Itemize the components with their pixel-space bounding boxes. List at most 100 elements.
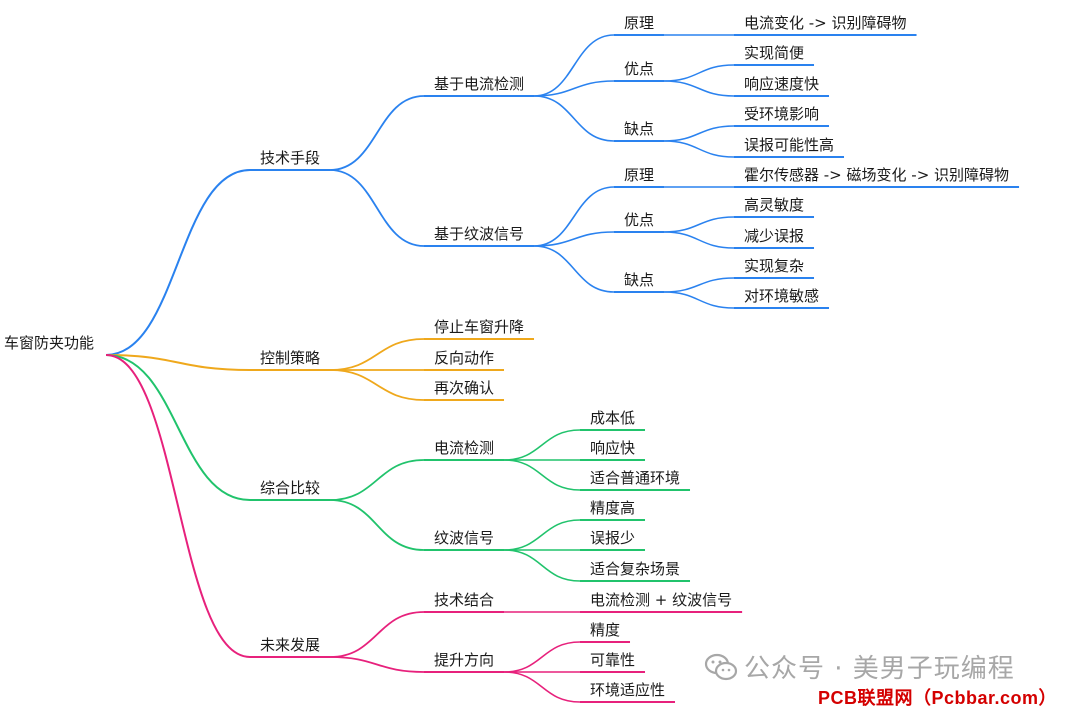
branch-1-node: 技术手段 bbox=[260, 149, 320, 167]
branch-1-child-1-node: 基于电流检测 bbox=[434, 75, 524, 93]
branch-1-child-2-sub-3-node: 缺点 bbox=[624, 271, 654, 289]
branch-3-child-2-sub-2-node-label: 误报少 bbox=[590, 529, 635, 547]
branch-4-child-1-node-label: 技术结合 bbox=[434, 591, 494, 609]
branch-1-child-2-sub-1-leaf-1-node: 霍尔传感器 -> 磁场变化 -> 识别障碍物 bbox=[744, 166, 1009, 184]
branch-1-child-2-sub-3-node-label: 缺点 bbox=[624, 271, 654, 289]
edge-branch-3-child-2-sub-3 bbox=[504, 549, 581, 582]
branch-1-child-2-sub-3-leaf-1-node: 实现复杂 bbox=[744, 257, 804, 275]
branch-1-child-1-sub-1-node-label: 原理 bbox=[624, 14, 654, 32]
branch-2-node-label: 控制策略 bbox=[260, 349, 320, 367]
branch-1-child-1-sub-1-leaf-1-node: 电流变化 -> 识别障碍物 bbox=[744, 14, 907, 32]
branch-1-child-1-sub-3-leaf-1-node: 受环境影响 bbox=[744, 105, 819, 123]
root-node: 车窗防夹功能 bbox=[4, 334, 94, 352]
branch-3-child-2-sub-1-node: 精度高 bbox=[590, 499, 635, 517]
branch-1-child-2-node: 基于纹波信号 bbox=[434, 225, 524, 243]
branch-1-child-2-sub-2-leaf-1-node-label: 高灵敏度 bbox=[744, 196, 804, 214]
edge-branch-1-child-2-sub-2-leaf-2 bbox=[664, 231, 735, 249]
branch-1-child-1-sub-1-node: 原理 bbox=[624, 14, 654, 32]
watermark-text: 公众号 · 美男子玩编程 bbox=[744, 654, 1015, 684]
branch-4-child-2-sub-3-node: 环境适应性 bbox=[590, 681, 665, 699]
edge-branch-3-child-1 bbox=[330, 459, 425, 501]
branch-1-child-2-sub-3-leaf-1-node-label: 实现复杂 bbox=[744, 257, 804, 275]
branch-3-child-2-sub-2-node: 误报少 bbox=[590, 529, 635, 547]
edge-branch-1-child-2-sub-3-leaf-1 bbox=[664, 277, 735, 293]
branch-1-child-2-sub-1-node-label: 原理 bbox=[624, 166, 654, 184]
edge-branch-1-child-2-sub-3 bbox=[534, 245, 615, 293]
branch-3-child-1-sub-2-node-label: 响应快 bbox=[590, 439, 635, 457]
branch-1-child-2-sub-2-leaf-1-node: 高灵敏度 bbox=[744, 196, 804, 214]
edge-branch-3-child-1-sub-3 bbox=[504, 459, 581, 491]
wechat-icon bbox=[704, 653, 738, 680]
branch-4-child-2-sub-1-node: 精度 bbox=[590, 621, 620, 639]
branch-1-child-2-sub-1-leaf-1-node-label: 霍尔传感器 -> 磁场变化 -> 识别障碍物 bbox=[744, 166, 1009, 184]
edge-branch-2-child-3 bbox=[330, 369, 425, 401]
edge-branch-4-child-2-sub-3 bbox=[504, 671, 581, 703]
watermark: 公众号 · 美男子玩编程 bbox=[704, 648, 1015, 685]
edge-branch-4-child-1 bbox=[330, 611, 425, 658]
edge-root-branch-4 bbox=[106, 354, 251, 658]
mind-map-nodes: 车窗防夹功能技术手段基于电流检测原理电流变化 -> 识别障碍物优点实现简便响应速… bbox=[4, 14, 1009, 699]
branch-3-child-1-sub-1-node-label: 成本低 bbox=[590, 409, 635, 427]
branch-1-child-2-sub-1-node: 原理 bbox=[624, 166, 654, 184]
edge-branch-1-child-2 bbox=[330, 169, 425, 247]
edge-root-branch-1 bbox=[106, 169, 251, 356]
edge-branch-1-child-1 bbox=[330, 95, 425, 171]
edge-branch-1-child-1-sub-3-leaf-1 bbox=[664, 125, 735, 142]
branch-3-child-2-node-label: 纹波信号 bbox=[434, 529, 494, 547]
branch-3-child-1-sub-3-node: 适合普通环境 bbox=[590, 469, 680, 487]
branch-3-child-2-sub-3-node: 适合复杂场景 bbox=[590, 560, 680, 578]
mind-map-edges bbox=[106, 34, 1020, 703]
edge-branch-1-child-1-sub-1 bbox=[534, 34, 615, 97]
edge-branch-2-child-1 bbox=[330, 338, 425, 371]
branch-2-child-1-node: 停止车窗升降 bbox=[434, 318, 524, 336]
edge-branch-1-child-1-sub-2 bbox=[534, 80, 615, 97]
branch-4-child-2-node-label: 提升方向 bbox=[434, 651, 494, 669]
branch-4-node-label: 未来发展 bbox=[260, 636, 320, 654]
edge-branch-4-child-2 bbox=[330, 656, 425, 673]
branch-2-child-2-node-label: 反向动作 bbox=[434, 349, 494, 367]
root-node-label: 车窗防夹功能 bbox=[4, 334, 94, 352]
branch-1-child-2-sub-2-node: 优点 bbox=[624, 211, 654, 229]
branch-1-child-1-node-label: 基于电流检测 bbox=[434, 75, 524, 93]
edge-branch-1-child-2-sub-3-leaf-2 bbox=[664, 291, 735, 309]
branch-1-child-2-sub-3-leaf-2-node-label: 对环境敏感 bbox=[744, 287, 819, 305]
branch-1-node-label: 技术手段 bbox=[260, 149, 320, 167]
branch-4-node: 未来发展 bbox=[260, 636, 320, 654]
edge-branch-1-child-1-sub-3-leaf-2 bbox=[664, 140, 735, 158]
branch-4-child-1-node: 技术结合 bbox=[434, 591, 494, 609]
branch-3-node: 综合比较 bbox=[260, 479, 320, 497]
branch-1-child-2-sub-2-node-label: 优点 bbox=[624, 211, 654, 229]
edge-branch-1-child-2-sub-2-leaf-1 bbox=[664, 216, 735, 233]
branch-4-child-2-node: 提升方向 bbox=[434, 651, 494, 669]
edge-branch-3-child-1-sub-1 bbox=[504, 429, 581, 461]
branch-1-child-2-sub-2-leaf-2-node-label: 减少误报 bbox=[744, 227, 804, 245]
branch-4-child-1-sub-1-node-label: 电流检测 + 纹波信号 bbox=[590, 591, 732, 609]
branch-1-child-1-sub-1-leaf-1-node-label: 电流变化 -> 识别障碍物 bbox=[744, 14, 907, 32]
edge-branch-1-child-2-sub-1 bbox=[534, 186, 615, 247]
branch-2-child-3-node-label: 再次确认 bbox=[434, 379, 494, 397]
branch-4-child-2-sub-2-node-label: 可靠性 bbox=[590, 651, 635, 669]
branch-3-child-2-sub-1-node-label: 精度高 bbox=[590, 499, 635, 517]
branch-3-child-1-sub-1-node: 成本低 bbox=[590, 409, 635, 427]
branch-3-child-1-node: 电流检测 bbox=[434, 439, 494, 457]
branch-1-child-1-sub-2-node: 优点 bbox=[624, 60, 654, 78]
branch-3-child-1-sub-2-node: 响应快 bbox=[590, 439, 635, 457]
branch-4-child-2-sub-2-node: 可靠性 bbox=[590, 651, 635, 669]
branch-1-child-2-node-label: 基于纹波信号 bbox=[434, 225, 524, 243]
branch-4-child-1-sub-1-node: 电流检测 + 纹波信号 bbox=[590, 591, 732, 609]
edge-branch-1-child-1-sub-2-leaf-2 bbox=[664, 80, 735, 97]
edge-branch-3-child-2-sub-1 bbox=[504, 519, 581, 551]
branch-1-child-1-sub-2-leaf-2-node: 响应速度快 bbox=[744, 75, 819, 93]
branch-1-child-1-sub-3-node-label: 缺点 bbox=[624, 120, 654, 138]
branch-1-child-1-sub-3-leaf-1-node-label: 受环境影响 bbox=[744, 105, 819, 123]
branch-2-child-2-node: 反向动作 bbox=[434, 349, 494, 367]
branch-3-child-1-sub-3-node-label: 适合普通环境 bbox=[590, 469, 680, 487]
branch-3-node-label: 综合比较 bbox=[260, 479, 320, 497]
branch-3-child-2-node: 纹波信号 bbox=[434, 529, 494, 547]
edge-root-branch-2 bbox=[106, 354, 251, 371]
footer-site-label: PCB联盟网（Pcbbar.com） bbox=[818, 688, 1058, 708]
branch-1-child-2-sub-3-leaf-2-node: 对环境敏感 bbox=[744, 287, 819, 305]
branch-2-child-3-node: 再次确认 bbox=[434, 379, 494, 397]
edge-root-branch-3 bbox=[106, 354, 251, 501]
